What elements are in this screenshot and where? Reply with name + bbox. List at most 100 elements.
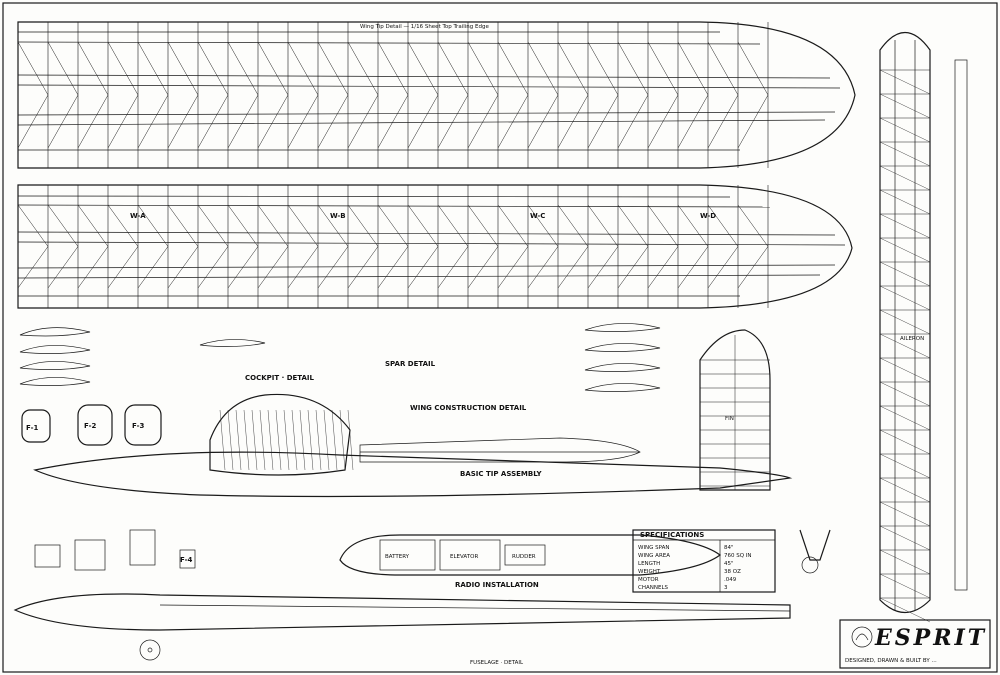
structure-line [317, 246, 349, 289]
structure-line [437, 204, 469, 247]
small-detail-parts [34, 529, 196, 661]
spec-value: 45" [724, 561, 734, 567]
structure-line [47, 94, 79, 149]
structure-line [235, 409, 242, 471]
structure-line [557, 41, 589, 96]
structure-line [879, 333, 931, 359]
structure-line [879, 525, 931, 551]
structure-line [167, 41, 199, 96]
structure-line [527, 41, 559, 96]
structure-line [197, 246, 229, 289]
structure-line [107, 94, 139, 149]
structure-line [879, 501, 931, 527]
spec-label: WEIGHT [638, 569, 661, 575]
structure-line [647, 94, 679, 149]
structure-line [707, 246, 739, 289]
spec-value: 84" [724, 545, 734, 551]
structure-line [879, 237, 931, 263]
structure-line [497, 94, 529, 149]
structure-line [197, 94, 229, 149]
structure-line [467, 204, 499, 247]
structure-line [227, 41, 259, 96]
structure-line [707, 204, 739, 247]
structure-line [587, 94, 619, 149]
dim-b: W-B [330, 212, 346, 220]
structure-line [347, 41, 379, 96]
structure-line [197, 204, 229, 247]
bottom-caption: FUSELAGE · DETAIL [470, 660, 524, 666]
title-block [839, 619, 991, 669]
structure-line [557, 94, 589, 149]
structure-line [317, 94, 349, 149]
elevator-label: ELEVATOR [450, 554, 478, 560]
structure-line [879, 453, 931, 479]
structure-line [107, 204, 139, 247]
fin-drawing [699, 329, 771, 491]
structure-line [557, 204, 589, 247]
structure-line [587, 41, 619, 96]
structure-line [527, 94, 559, 149]
structure-line [677, 204, 709, 247]
structure-line [283, 409, 290, 471]
structure-line [647, 41, 679, 96]
structure-line [137, 41, 169, 96]
structure-line [137, 246, 169, 289]
spec-label: WING AREA [638, 553, 670, 559]
structure-line [197, 41, 229, 96]
structure-line [617, 41, 649, 96]
structure-line [317, 204, 349, 247]
structure-line [737, 204, 769, 247]
wing-tip-vertical [879, 32, 931, 623]
fuselage-side-view [33, 393, 793, 498]
structure-line [267, 409, 274, 471]
structure-line [879, 405, 931, 431]
structure-line [251, 409, 258, 471]
structure-line [737, 94, 769, 149]
structure-line [527, 246, 559, 289]
structure-line [437, 246, 469, 289]
spec-value: 760 SQ IN [724, 553, 752, 559]
basic-tip-label: BASIC TIP ASSEMBLY [460, 470, 543, 478]
landing-gear [799, 529, 831, 574]
dim-c: W-C [530, 212, 545, 220]
bulkhead-4: F-4 [180, 556, 192, 564]
cockpit-label: COCKPIT · DETAIL [245, 374, 315, 382]
structure-line [77, 204, 109, 247]
structure-line [879, 477, 931, 503]
structure-line [259, 409, 266, 471]
wing-panel-bottom [17, 184, 853, 309]
structure-line [879, 381, 931, 407]
bulkhead-2: F-2 [84, 422, 96, 430]
structure-line [257, 246, 289, 289]
structure-line [17, 94, 49, 149]
structure-line [137, 94, 169, 149]
structure-line [77, 246, 109, 289]
structure-line [331, 409, 338, 471]
structure-line [437, 41, 469, 96]
structure-line [77, 94, 109, 149]
structure-line [287, 246, 319, 289]
structure-line [587, 246, 619, 289]
structure-line [275, 409, 282, 471]
structure-line [315, 409, 322, 471]
structure-line [227, 409, 234, 471]
structure-line [497, 204, 529, 247]
structure-line [377, 246, 409, 289]
spec-value: .049 [724, 577, 737, 583]
aileron-label: AILERON [900, 336, 924, 342]
bulkhead-drawings [21, 404, 162, 446]
spec-label: WING SPAN [638, 545, 670, 551]
structure-line [347, 94, 379, 149]
structure-line [317, 41, 349, 96]
wing-top-note: Wing Tip Detail — 1/16 Sheet Top Trailin… [360, 24, 489, 30]
fin-label: FIN [725, 416, 734, 422]
structure-line [219, 409, 226, 471]
spar-detail-label: SPAR DETAIL [385, 360, 436, 368]
structure-line [467, 94, 499, 149]
structure-line [287, 41, 319, 96]
structure-line [879, 117, 931, 143]
structure-line [879, 429, 931, 455]
rudder-label: RUDDER [512, 554, 536, 560]
